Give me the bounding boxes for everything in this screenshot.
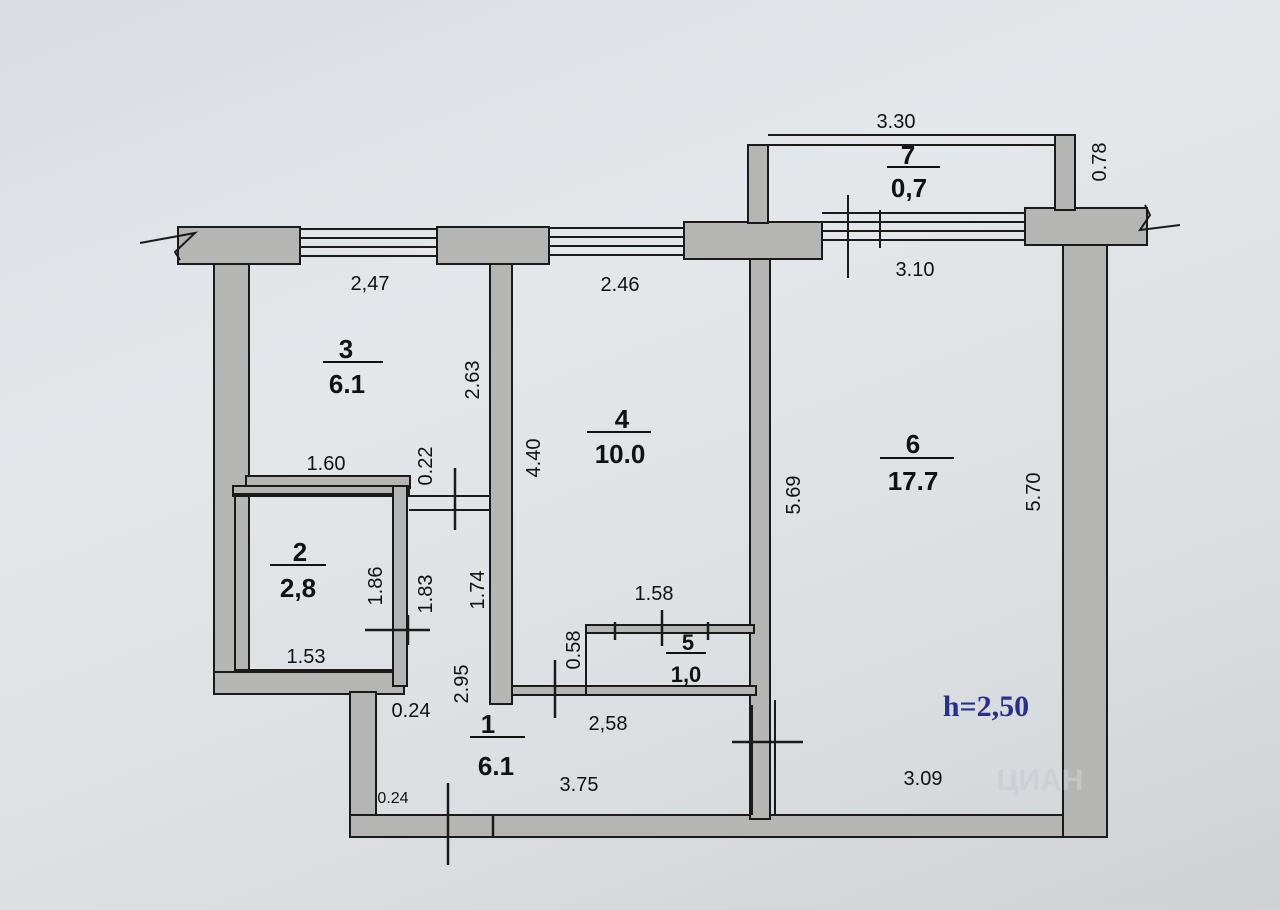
room-labels bbox=[270, 166, 954, 738]
dimensions: 3.30 0.78 2,47 2.46 3.10 2.63 1.60 0.22 … bbox=[287, 111, 1111, 807]
room-7: 7 0,7 bbox=[891, 140, 927, 203]
dim-closet-width: 1.58 bbox=[635, 583, 674, 605]
room-3: 3 6.1 bbox=[329, 334, 365, 399]
room-7-area: 0,7 bbox=[891, 173, 927, 203]
wall-4-6 bbox=[749, 258, 771, 820]
outer-wall-bottom bbox=[349, 814, 1108, 838]
dim-hall-width: 1.60 bbox=[307, 453, 346, 475]
break-right bbox=[1137, 204, 1181, 232]
thin-walls bbox=[234, 134, 1075, 815]
watermark-logo: ЦИАН bbox=[997, 764, 1084, 797]
dim-room3-depth: 2.63 bbox=[462, 361, 484, 400]
room-2: 2 2,8 bbox=[280, 537, 316, 603]
dim-hall-bottom: 3.75 bbox=[560, 774, 599, 796]
windows bbox=[300, 195, 1025, 278]
balcony-wall-right bbox=[1054, 134, 1076, 211]
dim-room6-depth-left: 5.69 bbox=[783, 476, 805, 515]
break-left bbox=[139, 231, 199, 261]
wall-2-right bbox=[392, 485, 408, 687]
room-2-number: 2 bbox=[293, 537, 307, 567]
dim-entry-wall-low: 0.24 bbox=[377, 790, 408, 807]
room-1: 1 6.1 bbox=[478, 709, 514, 781]
room-7-number: 7 bbox=[901, 140, 915, 170]
room-4-number: 4 bbox=[615, 404, 630, 434]
exterior-wall-left bbox=[177, 226, 301, 265]
balcony-wall-left bbox=[747, 144, 769, 224]
ceiling-height: h=2,50 bbox=[943, 690, 1029, 723]
wall-3-4 bbox=[489, 263, 513, 705]
dim-balcony-depth: 0.78 bbox=[1089, 143, 1111, 182]
dim-room6-width: 3.10 bbox=[896, 259, 935, 281]
room-1-area: 6.1 bbox=[478, 751, 514, 781]
dim-room4-depth: 4.40 bbox=[523, 439, 545, 478]
outer-wall-right bbox=[1062, 244, 1108, 838]
room-4: 4 10.0 bbox=[595, 404, 646, 469]
dim-room3-width: 2,47 bbox=[351, 273, 390, 295]
break-lines bbox=[139, 204, 1181, 261]
dim-corridor-depth: 1.83 bbox=[415, 575, 437, 614]
room-6-area: 17.7 bbox=[888, 466, 939, 496]
doors bbox=[365, 468, 803, 865]
room-5: 5 1,0 bbox=[671, 630, 702, 687]
wall-closet-top bbox=[585, 624, 755, 634]
dim-wall-gap: 0.22 bbox=[415, 447, 437, 486]
room-2-area: 2,8 bbox=[280, 573, 316, 603]
window-room4 bbox=[549, 227, 684, 256]
room-3-number: 3 bbox=[339, 334, 353, 364]
dim-corridor-lower: 1.74 bbox=[467, 571, 489, 610]
dim-closet-depth: 0.58 bbox=[563, 631, 585, 670]
dim-entry-wall: 0.24 bbox=[392, 700, 431, 722]
room-6-number: 6 bbox=[906, 429, 920, 459]
room-1-number: 1 bbox=[481, 709, 495, 739]
wall-closet-bottom bbox=[511, 685, 757, 696]
dim-room4-width: 2.46 bbox=[601, 274, 640, 296]
dim-balcony-width: 3.30 bbox=[877, 111, 916, 133]
dim-hall-top: 2,58 bbox=[589, 713, 628, 735]
window-room3 bbox=[300, 228, 437, 257]
dim-room2-depth: 1.86 bbox=[365, 567, 387, 606]
exterior-wall-mid bbox=[436, 226, 550, 265]
exterior-wall-mid2 bbox=[683, 221, 823, 260]
room-4-area: 10.0 bbox=[595, 439, 646, 469]
dim-room6-bottom: 3.09 bbox=[904, 768, 943, 790]
room-6: 6 17.7 bbox=[888, 429, 939, 496]
outer-wall-left bbox=[213, 263, 250, 693]
room-5-number: 5 bbox=[682, 630, 694, 655]
room-5-area: 1,0 bbox=[671, 662, 702, 687]
outer-wall-left-bottom bbox=[213, 671, 405, 695]
dim-hall-depth: 2.95 bbox=[451, 665, 473, 704]
dim-room6-depth-right: 5.70 bbox=[1023, 473, 1045, 512]
wall-2-top bbox=[232, 485, 410, 497]
room-3-area: 6.1 bbox=[329, 369, 365, 399]
dim-room2-width: 1.53 bbox=[287, 646, 326, 668]
exterior-wall-right bbox=[1024, 207, 1148, 246]
window-room6 bbox=[822, 195, 1025, 278]
